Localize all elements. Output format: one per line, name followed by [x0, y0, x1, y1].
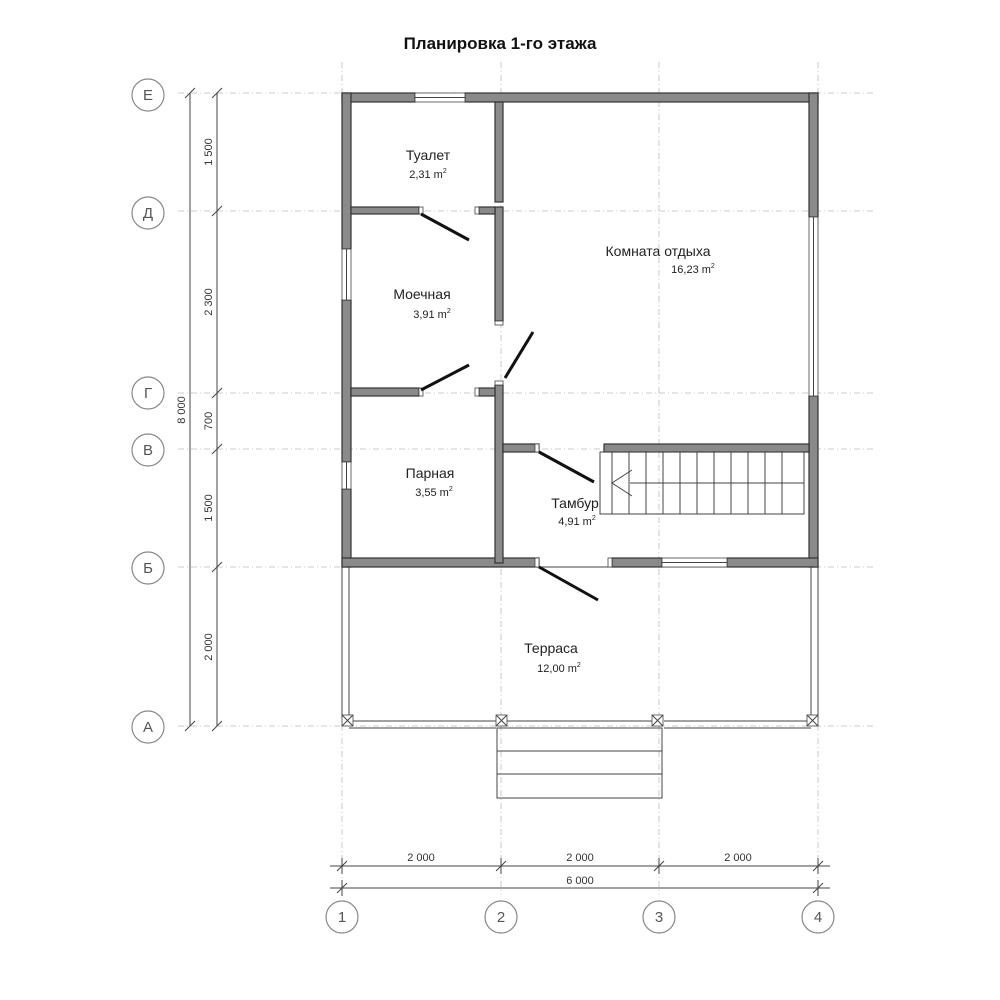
- grid-lines: [178, 62, 875, 895]
- svg-text:2: 2: [497, 909, 505, 926]
- terrace-post: [806, 714, 819, 727]
- axis-marker: Г: [131, 376, 165, 410]
- svg-text:А: А: [143, 719, 153, 736]
- door-leaf: [420, 212, 470, 242]
- dim-horizontal: 2 000: [724, 852, 752, 864]
- window-right: [808, 216, 819, 397]
- room-name: Парная: [406, 465, 455, 481]
- svg-text:4: 4: [814, 909, 822, 926]
- door-leaf: [538, 450, 595, 484]
- axis-marker: Б: [131, 551, 165, 585]
- svg-text:В: В: [143, 442, 153, 459]
- room-area: 16,23 m2: [671, 263, 715, 276]
- axis-marker: 2: [484, 900, 518, 934]
- window-bottom: [661, 557, 728, 568]
- room-vestibule: Тамбур 4,91 m2: [551, 495, 599, 528]
- room-area: 3,55 m2: [415, 486, 453, 499]
- door-leaf: [503, 331, 535, 379]
- room-name: Моечная: [393, 286, 450, 302]
- entry-steps: [496, 727, 663, 799]
- room-name: Тамбур: [551, 495, 599, 511]
- axis-marker: 3: [642, 900, 676, 934]
- door-leaf: [538, 565, 599, 602]
- windows: [341, 92, 819, 568]
- room-name: Терраса: [524, 640, 578, 656]
- door-leaf: [420, 363, 470, 392]
- svg-text:1: 1: [338, 909, 346, 926]
- window-top: [414, 92, 466, 103]
- svg-text:3: 3: [655, 909, 663, 926]
- room-washroom: Моечная 3,91 m2: [393, 286, 451, 321]
- doors: [418, 206, 613, 602]
- dim-tick: [211, 87, 223, 99]
- room-name: Комната отдыха: [606, 243, 711, 259]
- room-area: 3,91 m2: [413, 308, 451, 321]
- dim-tick: [184, 87, 196, 99]
- svg-text:Д: Д: [143, 205, 153, 222]
- dim-tick: [211, 387, 223, 399]
- room-toilet: Туалет 2,31 m2: [406, 147, 451, 181]
- row-axis-markers: Е Д Г В Б А: [131, 78, 165, 744]
- dim-vertical-total: 8 000: [176, 396, 188, 424]
- dim-horizontal: 2 000: [407, 852, 435, 864]
- dim-vertical: 1 500: [203, 138, 215, 166]
- room-area: 2,31 m2: [409, 168, 447, 181]
- window-left-lower: [341, 461, 352, 490]
- horizontal-dimensions: 2 000 2 000 2 000 6 000: [330, 852, 830, 896]
- axis-marker: Е: [131, 78, 165, 112]
- terrace-post: [651, 714, 664, 727]
- dim-vertical: 2 300: [203, 288, 215, 316]
- room-rest-room: Комната отдыха 16,23 m2: [606, 243, 715, 276]
- dim-vertical: 700: [203, 412, 215, 430]
- dim-horizontal: 2 000: [566, 852, 594, 864]
- room-labels: Туалет 2,31 m2 Моечная 3,91 m2 Комната о…: [393, 147, 715, 675]
- dim-tick: [211, 561, 223, 573]
- dim-tick: [211, 720, 223, 732]
- walls: [341, 92, 819, 568]
- svg-text:Б: Б: [143, 560, 153, 577]
- staircase: [599, 451, 805, 515]
- axis-marker: А: [131, 710, 165, 744]
- dim-vertical: 1 500: [203, 494, 215, 522]
- vertical-dimensions: 1 500 2 300 700 1 500 2 000 8 000: [176, 87, 223, 732]
- dim-horizontal-total: 6 000: [566, 875, 594, 887]
- dim-tick: [184, 720, 196, 732]
- plan-title: Планировка 1-го этажа: [404, 34, 597, 53]
- axis-marker: 4: [801, 900, 835, 934]
- column-axis-markers: 1 2 3 4: [325, 900, 835, 934]
- axis-marker: В: [131, 433, 165, 467]
- room-terrace: Терраса 12,00 m2: [524, 640, 581, 675]
- axis-marker: Д: [131, 196, 165, 230]
- svg-text:Е: Е: [143, 87, 153, 104]
- dim-vertical: 2 000: [203, 633, 215, 661]
- axis-marker: 1: [325, 900, 359, 934]
- terrace-post: [341, 714, 354, 727]
- room-area: 12,00 m2: [537, 662, 581, 675]
- dim-tick: [211, 443, 223, 455]
- room-steam-room: Парная 3,55 m2: [406, 465, 455, 499]
- window-left-upper: [341, 248, 352, 301]
- dim-tick: [211, 205, 223, 217]
- room-name: Туалет: [406, 147, 451, 163]
- terrace-post: [495, 714, 508, 727]
- svg-text:Г: Г: [144, 385, 152, 402]
- room-area: 4,91 m2: [558, 515, 596, 528]
